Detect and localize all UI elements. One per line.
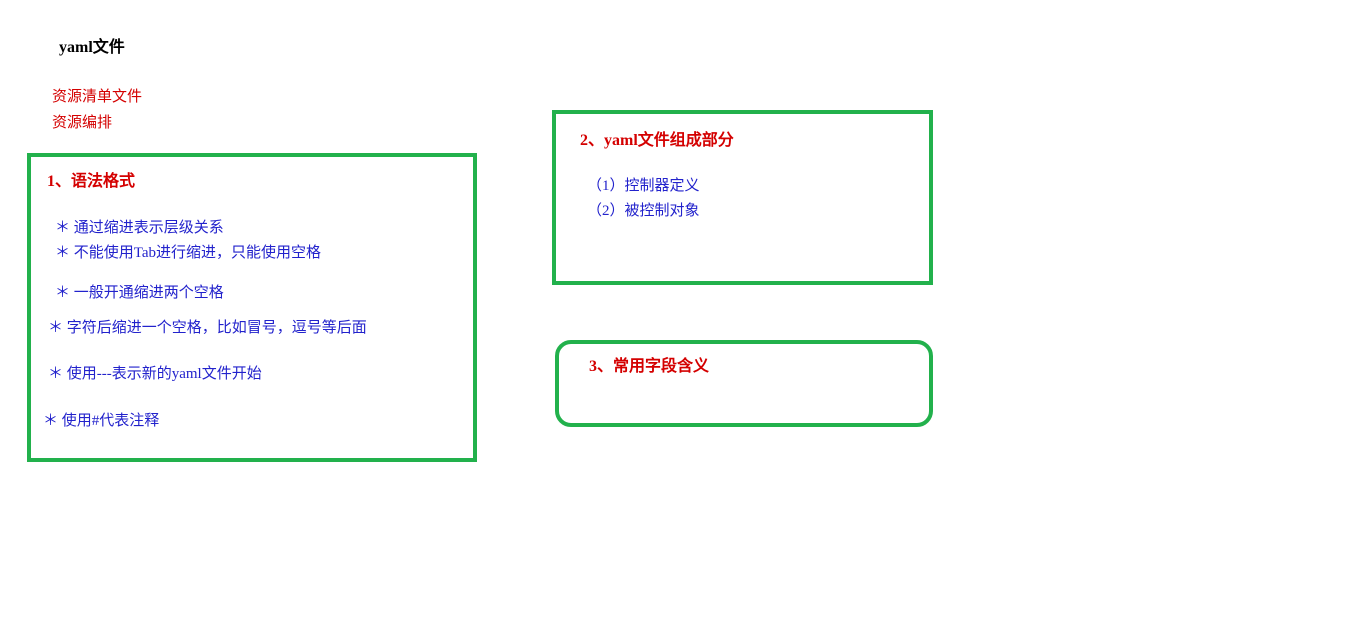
- box-syntax-format-item-5: ＊ 使用---表示新的yaml文件开始: [48, 366, 262, 382]
- box-yaml-components-heading: 2、yaml文件组成部分: [580, 132, 734, 149]
- box-syntax-format: 1、语法格式 ＊ 通过缩进表示层级关系 ＊ 不能使用Tab进行缩进，只能使用空格…: [27, 153, 477, 462]
- box-syntax-format-item-1: ＊ 通过缩进表示层级关系: [55, 220, 224, 236]
- box-syntax-format-heading: 1、语法格式: [47, 173, 136, 190]
- page-title: yaml文件: [59, 39, 125, 56]
- box-yaml-components-item-2: （2）被控制对象: [587, 203, 700, 219]
- box-yaml-components-item-1: （1）控制器定义: [587, 178, 700, 194]
- box-syntax-format-item-4: ＊ 字符后缩进一个空格，比如冒号，逗号等后面: [48, 320, 367, 336]
- note-resource-list: 资源清单文件: [52, 89, 143, 105]
- box-syntax-format-item-2: ＊ 不能使用Tab进行缩进，只能使用空格: [55, 245, 322, 261]
- box-syntax-format-item-3: ＊ 一般开通缩进两个空格: [55, 285, 224, 301]
- box-common-fields: 3、常用字段含义: [555, 340, 933, 427]
- box-syntax-format-item-6: ＊ 使用#代表注释: [43, 413, 160, 429]
- note-resource-orchestration: 资源编排: [52, 115, 113, 131]
- box-yaml-components: 2、yaml文件组成部分 （1）控制器定义 （2）被控制对象: [552, 110, 933, 285]
- box-common-fields-heading: 3、常用字段含义: [589, 358, 710, 375]
